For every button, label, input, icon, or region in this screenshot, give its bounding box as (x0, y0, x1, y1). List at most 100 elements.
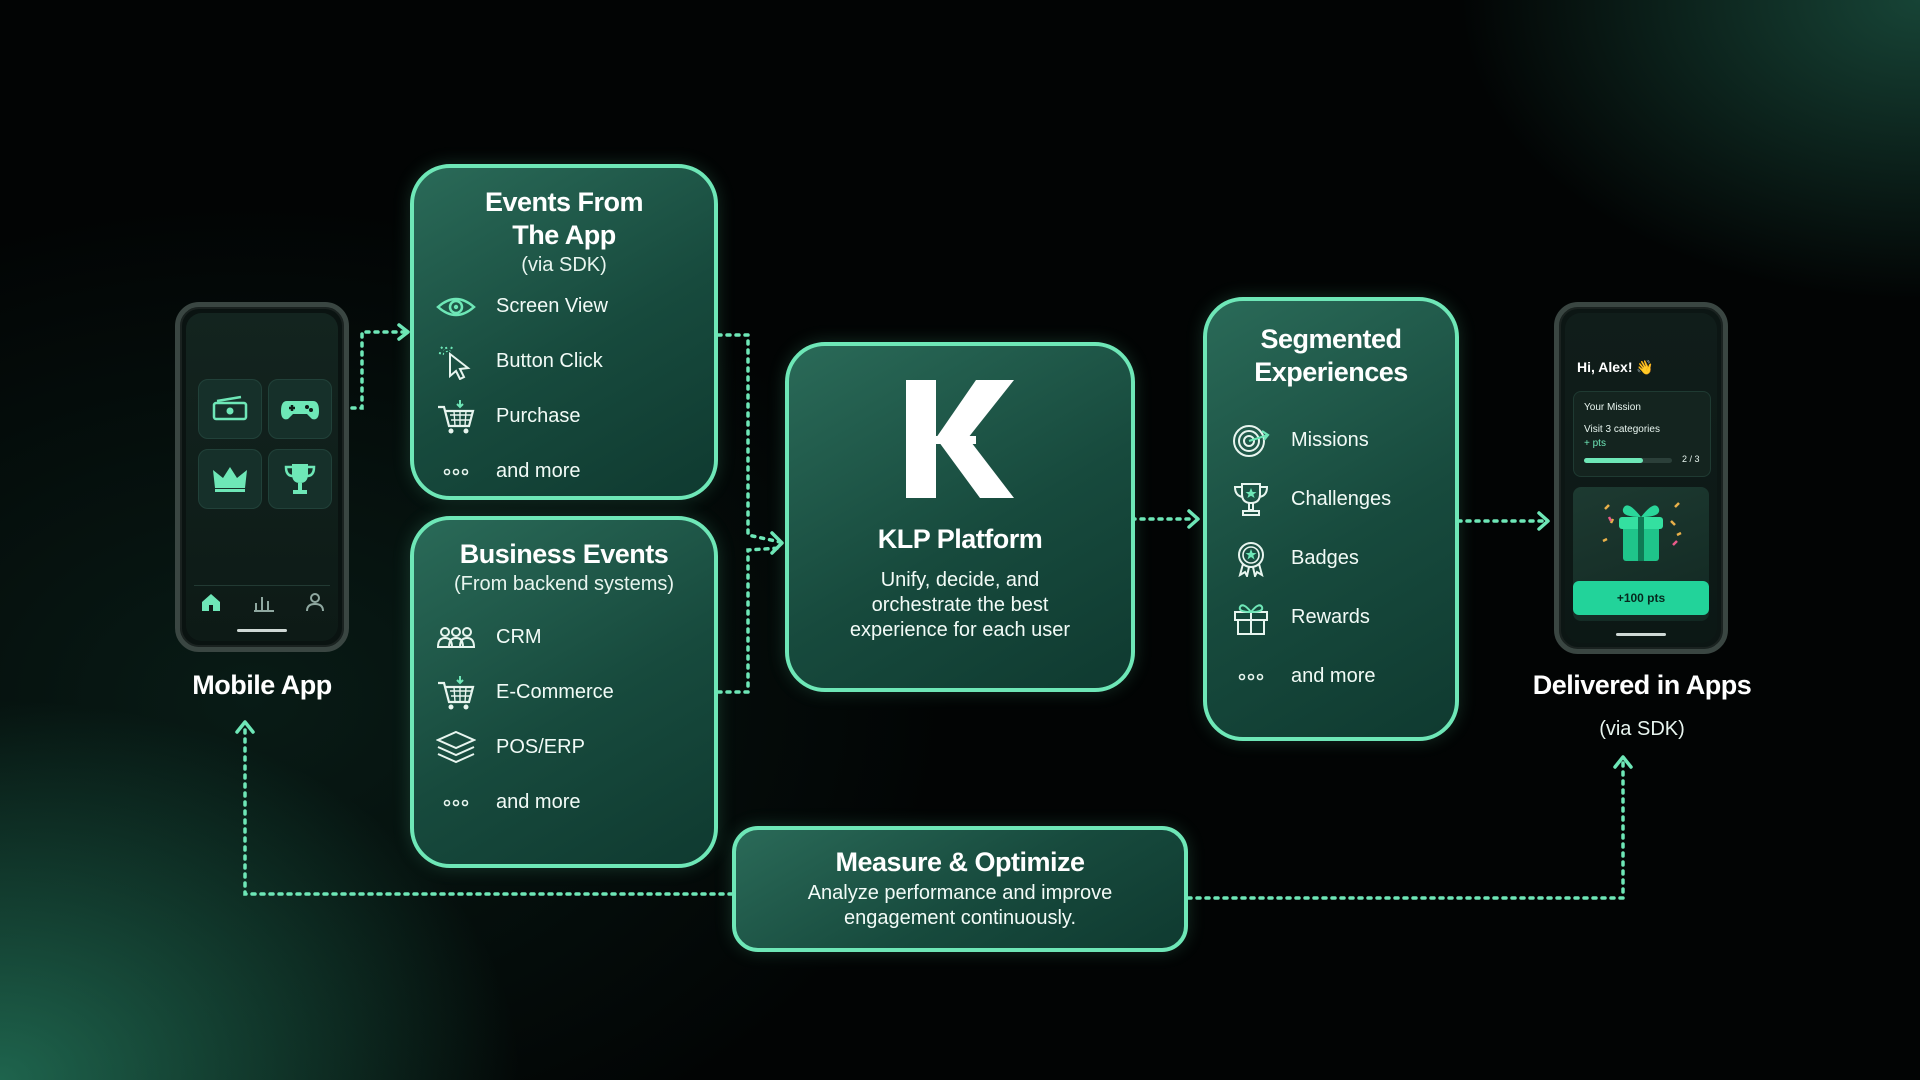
layers-icon (436, 730, 476, 763)
events-from-app-subtitle: (via SDK) (521, 254, 607, 276)
app-tile-trophy[interactable] (268, 449, 332, 509)
connector-measure-to-delivered (1186, 758, 1625, 900)
segment-item-challenges: Challenges (1207, 470, 1455, 529)
business-item-more: and more (414, 775, 714, 830)
business-item-label: E-Commerce (496, 681, 614, 703)
segment-item-missions: Missions (1207, 411, 1455, 470)
reward-button[interactable]: +100 pts (1573, 581, 1709, 615)
connector-phone-to-events (350, 330, 407, 410)
event-item-purchase: Purchase (414, 389, 714, 444)
event-item-label: Button Click (496, 350, 603, 372)
business-events-box: Business Events (From backend systems) C… (410, 516, 718, 868)
cursor-click-icon (438, 345, 471, 380)
measure-desc-1: Analyze performance and improve (807, 882, 1113, 904)
business-item-label: POS/ERP (496, 736, 585, 758)
profile-icon[interactable] (304, 592, 326, 612)
ellipsis-icon (443, 468, 469, 475)
segment-item-label: Rewards (1291, 606, 1370, 628)
trophy-icon (284, 464, 316, 494)
events-from-app-title-2: The App (512, 220, 616, 250)
arrowhead-delivered-bottom (1613, 755, 1633, 769)
badge-icon (1238, 541, 1264, 577)
gamepad-icon (281, 401, 319, 420)
arrowhead-platform-left (770, 531, 784, 555)
segment-item-label: and more (1291, 665, 1376, 687)
stats-icon[interactable] (253, 592, 275, 612)
event-item-label: Screen View (496, 295, 608, 317)
connector-events-to-platform (716, 333, 782, 544)
mission-progress-fill (1584, 458, 1643, 463)
event-item-more: and more (414, 444, 714, 499)
segmented-title-1: Segmented (1260, 324, 1402, 354)
segmented-experiences-box: Segmented Experiences Missions Challenge… (1203, 297, 1459, 741)
arrowhead-mobile (235, 720, 255, 734)
users-icon (436, 626, 476, 648)
money-icon (212, 395, 248, 421)
measure-desc-2: engagement continuously. (843, 907, 1076, 929)
mission-card: Your Mission Visit 3 categories + pts 2 … (1573, 391, 1711, 477)
mission-points: + pts (1584, 438, 1606, 449)
delivered-subtitle: (via SDK) (1599, 718, 1685, 740)
measure-optimize-box: Measure & Optimize Analyze performance a… (732, 826, 1188, 952)
segment-item-label: Missions (1291, 429, 1369, 451)
measure-title: Measure & Optimize (835, 847, 1085, 877)
mission-title: Your Mission (1584, 402, 1641, 413)
shopping-cart-icon (438, 399, 475, 433)
event-item-button-click: Button Click (414, 334, 714, 389)
trophy-icon (1233, 482, 1269, 516)
ellipsis-icon (1238, 673, 1264, 680)
business-item-label: and more (496, 791, 581, 813)
arrowhead-events (397, 323, 410, 341)
ellipsis-icon (443, 799, 469, 806)
event-item-label: Purchase (496, 405, 581, 427)
delivered-phone: Hi, Alex! 👋 Your Mission Visit 3 categor… (1554, 302, 1728, 654)
event-item-screen-view: Screen View (414, 279, 714, 334)
business-item-label: CRM (496, 626, 542, 648)
events-from-app-box: Events From The App (via SDK) Screen Vie… (410, 164, 718, 500)
mission-progress-text: 2 / 3 (1682, 454, 1700, 464)
greeting-text: Hi, Alex! 👋 (1577, 359, 1654, 375)
segment-item-more: and more (1207, 647, 1455, 706)
business-item-ecommerce: E-Commerce (414, 665, 714, 720)
home-indicator (1616, 633, 1666, 636)
segment-item-rewards: Rewards (1207, 588, 1455, 647)
app-tile-game[interactable] (268, 379, 332, 439)
eye-icon (436, 297, 476, 316)
events-from-app-title-1: Events From (484, 187, 644, 217)
crown-icon (213, 467, 247, 492)
segment-item-badges: Badges (1207, 529, 1455, 588)
mobile-app-label: Mobile App (192, 670, 332, 700)
mobile-app-phone (175, 302, 349, 652)
business-item-pos-erp: POS/ERP (414, 720, 714, 775)
connector-measure-to-mobile (243, 723, 734, 896)
business-item-crm: CRM (414, 610, 714, 665)
home-icon[interactable] (200, 592, 222, 612)
platform-title: KLP Platform (877, 524, 1043, 554)
klp-platform-box: KLP Platform Unify, decide, and orchestr… (785, 342, 1135, 692)
business-events-title: Business Events (459, 539, 669, 569)
mission-progress-track (1584, 458, 1672, 463)
app-tile-crown[interactable] (198, 449, 262, 509)
platform-desc-2: orchestrate the best (871, 594, 1049, 616)
app-tile-money[interactable] (198, 379, 262, 439)
delivered-label: Delivered in Apps (1532, 670, 1752, 700)
phone-bottom-nav (194, 585, 330, 586)
event-item-label: and more (496, 460, 581, 482)
arrowhead-segmented (1187, 509, 1200, 529)
shopping-cart-icon (438, 675, 475, 709)
business-events-subtitle: (From backend systems) (453, 573, 675, 595)
platform-desc-1: Unify, decide, and (880, 569, 1040, 591)
connector-business-to-platform (716, 546, 782, 694)
mission-text: Visit 3 categories (1584, 424, 1660, 435)
segmented-title-2: Experiences (1254, 357, 1408, 387)
segment-item-label: Challenges (1291, 488, 1392, 510)
klp-logo (906, 380, 1014, 498)
home-indicator (237, 629, 287, 632)
gift-icon (1234, 603, 1268, 635)
target-icon (1233, 424, 1270, 457)
segment-item-label: Badges (1291, 547, 1359, 569)
reward-card: +100 pts (1573, 487, 1709, 621)
platform-desc-3: experience for each user (849, 619, 1071, 641)
arrowhead-delivered (1537, 511, 1550, 531)
